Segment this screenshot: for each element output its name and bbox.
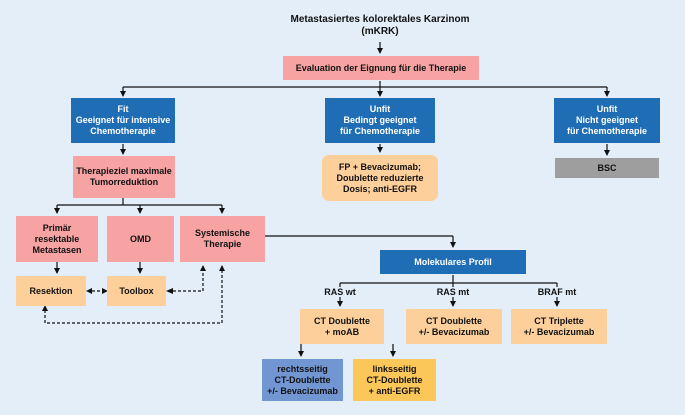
- ct-doublet-moab-box: CT Doublette + moAB: [300, 309, 384, 344]
- ct-doublet-bevacizumab-box: CT Doublette +/- Bevacizumab: [406, 309, 502, 344]
- ct-triplet-bevacizumab-box: CT Triplette +/- Bevacizumab: [511, 309, 607, 344]
- bsc-box: BSC: [555, 158, 659, 178]
- evaluation-box: Evaluation der Eignung für die Therapie: [283, 56, 479, 80]
- primary-resectable-box: Primär resektable Metastasen: [16, 216, 98, 262]
- ras-mt-label: RAS mt: [436, 286, 470, 297]
- molecular-profile-box: Molekulares Profil: [380, 250, 526, 274]
- toolbox-box: Toolbox: [107, 276, 166, 306]
- fp-bevacizumab-box: FP + Bevacizumab; Doublette reduzierte D…: [322, 155, 438, 201]
- fit-box: Fit Geeignet für intensive Chemotherapie: [71, 98, 175, 143]
- unfit-not-box: Unfit Nicht geeignet für Chemotherapie: [554, 98, 660, 143]
- ras-wt-label: RAS wt: [324, 286, 356, 297]
- diagram-title: Metastasiertes kolorektales Karzinom (mK…: [290, 14, 470, 37]
- resection-box: Resektion: [16, 276, 86, 306]
- omd-box: OMD: [107, 216, 174, 262]
- unfit-limited-box: Unfit Bedingt geeignet für Chemotherapie: [325, 98, 435, 143]
- therapy-goal-box: Therapieziel maximale Tumorreduktion: [73, 156, 175, 198]
- left-sided-box: linksseitig CT-Doublette + anti-EGFR: [353, 359, 436, 401]
- braf-mt-label: BRAF mt: [537, 286, 577, 297]
- systemic-therapy-box: Systemische Therapie: [180, 216, 265, 262]
- right-sided-box: rechtsseitig CT-Doublette +/- Bevacizuma…: [262, 359, 343, 401]
